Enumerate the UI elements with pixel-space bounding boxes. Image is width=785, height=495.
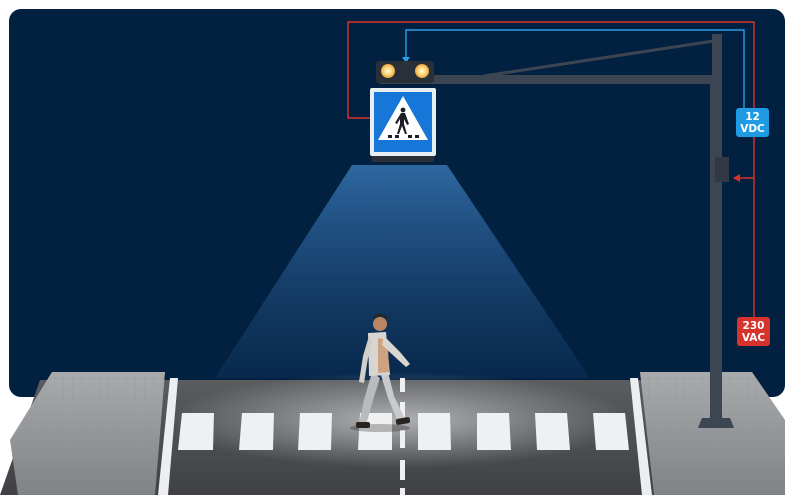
warning-lamp-housing [376, 61, 434, 83]
ac-voltage-badge: 230 VAC [737, 317, 770, 346]
dc-voltage-value: 12 [745, 111, 760, 123]
lamp-right-icon [415, 64, 429, 78]
pedestrian-crossing-sign [370, 88, 436, 162]
ac-voltage-unit: VAC [742, 332, 766, 344]
dc-voltage-badge: 12 VDC [736, 108, 769, 137]
ac-voltage-value: 230 [743, 320, 765, 332]
lamp-left-icon [381, 64, 395, 78]
dc-voltage-unit: VDC [740, 123, 765, 135]
